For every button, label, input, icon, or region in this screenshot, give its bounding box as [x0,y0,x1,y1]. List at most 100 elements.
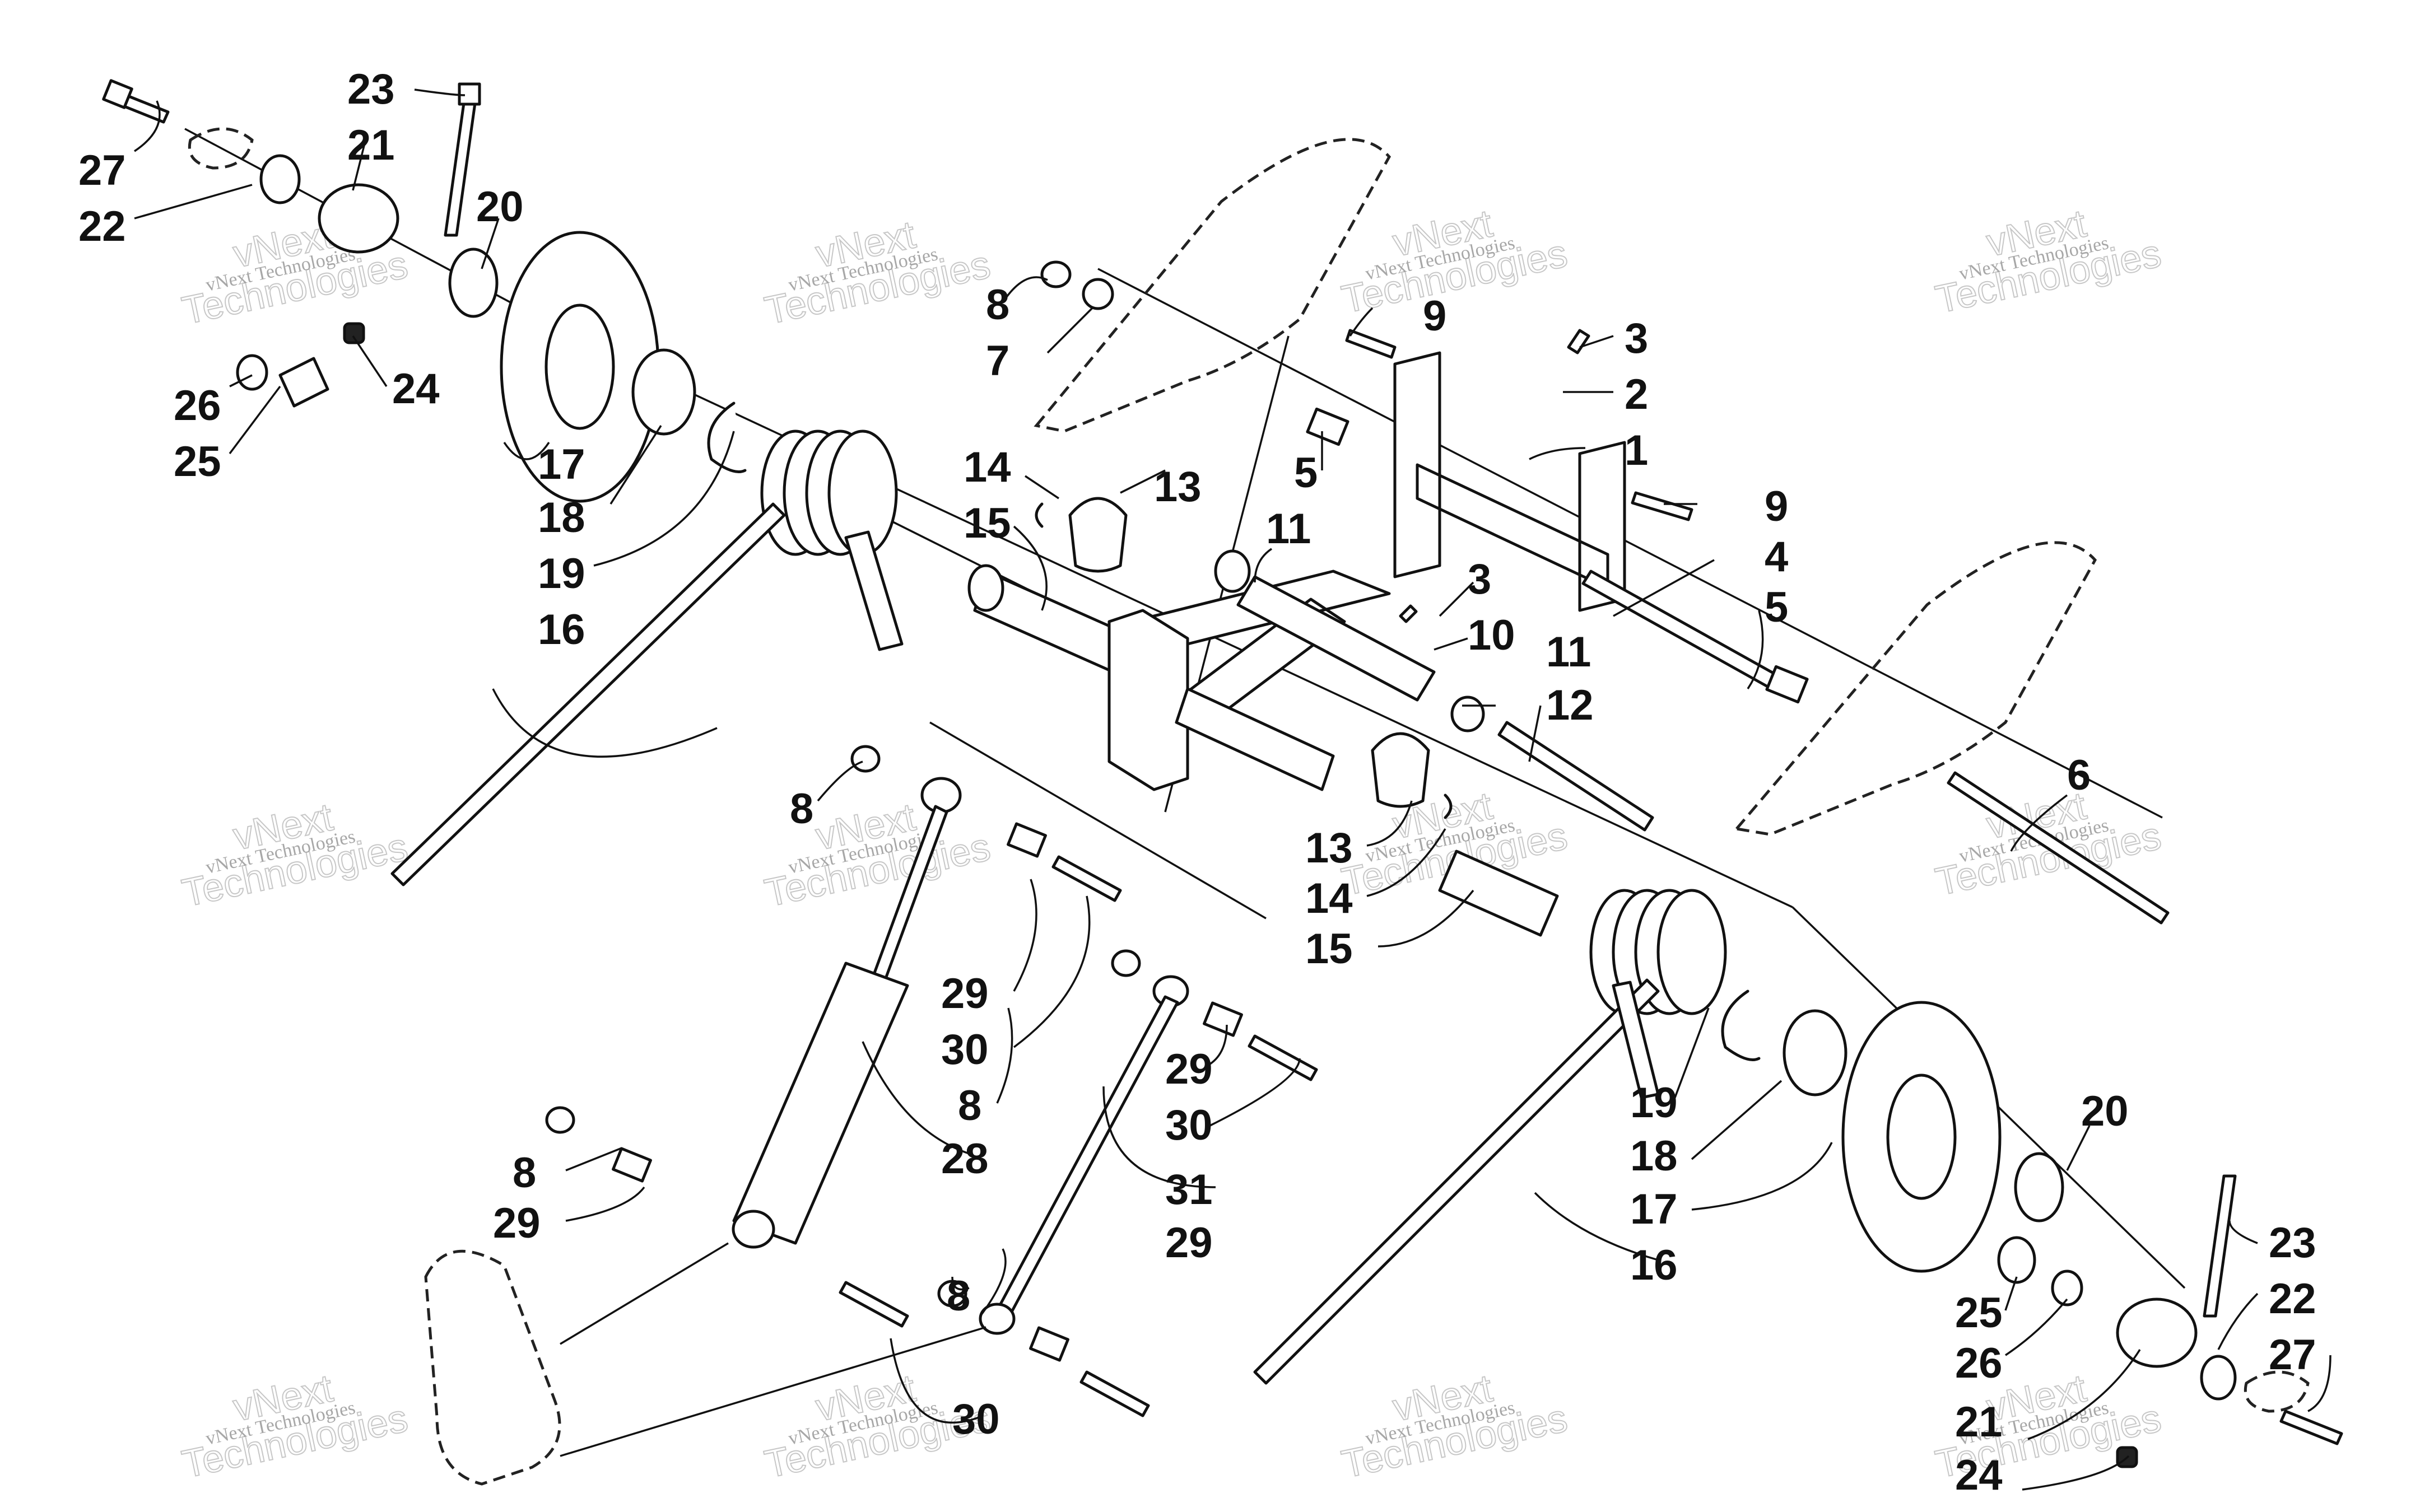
spacer-20-right [2014,1152,2064,1222]
washer-26-right [2051,1270,2083,1306]
ring-14-top [1035,502,1044,528]
ring-14-bottom [1444,794,1453,819]
bolt-30-shock-bottom [839,1281,909,1328]
callout-16-left: 16 [538,606,585,654]
shaft-4 [1581,570,1783,692]
bolt-23-right [2203,1174,2237,1318]
callout-16-right: 16 [1630,1242,1678,1289]
callout-21-left: 21 [347,122,395,169]
bolt-30-link-bottom [1079,1370,1150,1417]
callout-29-link-bottom: 29 [1165,1219,1213,1267]
callout-26-right: 26 [1955,1340,2003,1387]
snap-ring-19-left [707,402,747,473]
callout-22-right: 22 [2269,1275,2316,1323]
callout-8-shock-bottom: 8 [513,1149,536,1197]
link-31-eye-bottom [979,1303,1016,1335]
bushing-25-right [1997,1236,2036,1284]
bumper-13-top [1068,497,1128,573]
callout-9-top: 9 [1423,292,1446,340]
callout-30-shock-top: 30 [941,1026,989,1074]
bracket-21-left [318,183,399,254]
right-torsion-spring [1253,889,1727,1385]
spring-arm-long [390,502,786,886]
leader-lines [134,88,2331,1491]
callout-30-bottom: 30 [952,1396,1000,1443]
callout-18-right: 18 [1630,1132,1678,1180]
callout-13-bottom: 13 [1305,824,1353,872]
shaft-end-15 [967,564,1004,612]
right-idler-wheel-assembly [1721,990,2343,1468]
shock-body-28 [732,962,909,1245]
wheel-17-right-hub [1886,1074,1957,1200]
callout-4: 4 [1765,533,1788,581]
callout-26-left: 26 [174,382,221,430]
spacer-29-shock-top [1007,822,1047,858]
callout-31: 31 [1165,1166,1213,1214]
callout-18-left: 18 [538,494,585,542]
watermark: vNext Technologies vNext Technologies [760,212,994,333]
bolt-23-left [444,94,478,237]
lower-mount-ghost [424,1249,561,1486]
star-washer-7 [1082,278,1114,310]
callout-7: 7 [986,337,1009,385]
center-pivot-arm [967,497,1654,937]
rail-tab-left-ghost [188,127,254,170]
callout-2: 2 [1625,371,1648,418]
spring-arm-short [844,530,904,651]
bolt-9-right [1631,491,1693,521]
left-idler-wheel-assembly [102,79,747,503]
spacer-29-link-top [1203,1001,1243,1037]
pivot-plate [1107,609,1189,791]
callout-11-top: 11 [1266,505,1311,553]
callout-8-link-bottom: 8 [947,1272,970,1320]
nut-8-shock-top [850,745,881,773]
shock-and-link [424,745,1318,1486]
callout-24-right: 24 [1955,1452,2003,1499]
rail-right-ghost [1734,541,2097,836]
watermark: vNext Technologies vNext Technologies [178,1365,412,1487]
bushing-22-right [2200,1355,2237,1401]
callout-10: 10 [1468,612,1515,659]
washer-26-left [236,354,268,391]
callout-11-mid: 11 [1546,628,1591,676]
callout-23-right: 23 [2269,1219,2316,1267]
watermarks: vNext Technologies vNext Technologies vN… [178,200,2165,1487]
callout-25-left: 25 [174,438,221,486]
bushing-5-right [1765,665,1809,704]
bolt-9-top [1345,329,1397,359]
bushing-11-mid [1450,696,1485,732]
callout-3-mid: 3 [1468,556,1491,603]
callout-28: 28 [941,1135,989,1183]
callout-8-top: 8 [986,281,1009,329]
callout-3-top: 3 [1625,315,1648,362]
callout-22-left: 22 [78,203,126,250]
bolt-6 [1947,771,2170,925]
pin-25-left [278,357,329,408]
shock-eye-bottom [732,1210,775,1249]
callout-29-shock-top: 29 [941,970,989,1018]
callout-15-bottom: 15 [1305,925,1353,973]
callout-25-right: 25 [1955,1289,2003,1337]
nut-8-shock-bottom [545,1106,575,1134]
callout-8-link: 8 [958,1082,981,1130]
callout-1: 1 [1625,427,1648,474]
pin-12 [1497,721,1654,832]
grease-fitting-3-top [1567,329,1590,354]
callout-14-top: 14 [964,444,1011,491]
upper-pivot-assembly [1040,260,2170,925]
callout-20-right: 20 [2081,1088,2129,1135]
bumper-13-bottom [1371,732,1430,808]
link-31 [995,995,1179,1318]
callout-numbers: 27 22 23 21 20 24 26 25 17 18 19 16 8 7 … [78,66,2316,1499]
rail-left-ghost [1034,138,1392,433]
shaft-15-right [1438,850,1559,937]
shock-eye-top [920,777,962,814]
bolt-30-link-top [1248,1034,1318,1081]
watermark: vNext Technologies vNext Technologies [178,794,412,916]
callout-27-right: 27 [2269,1331,2316,1379]
spring-arm-short [1612,981,1660,1099]
bolt-head-23-left [458,82,481,106]
spring-coil [1656,889,1727,1015]
spring-arm-long [1253,978,1660,1385]
